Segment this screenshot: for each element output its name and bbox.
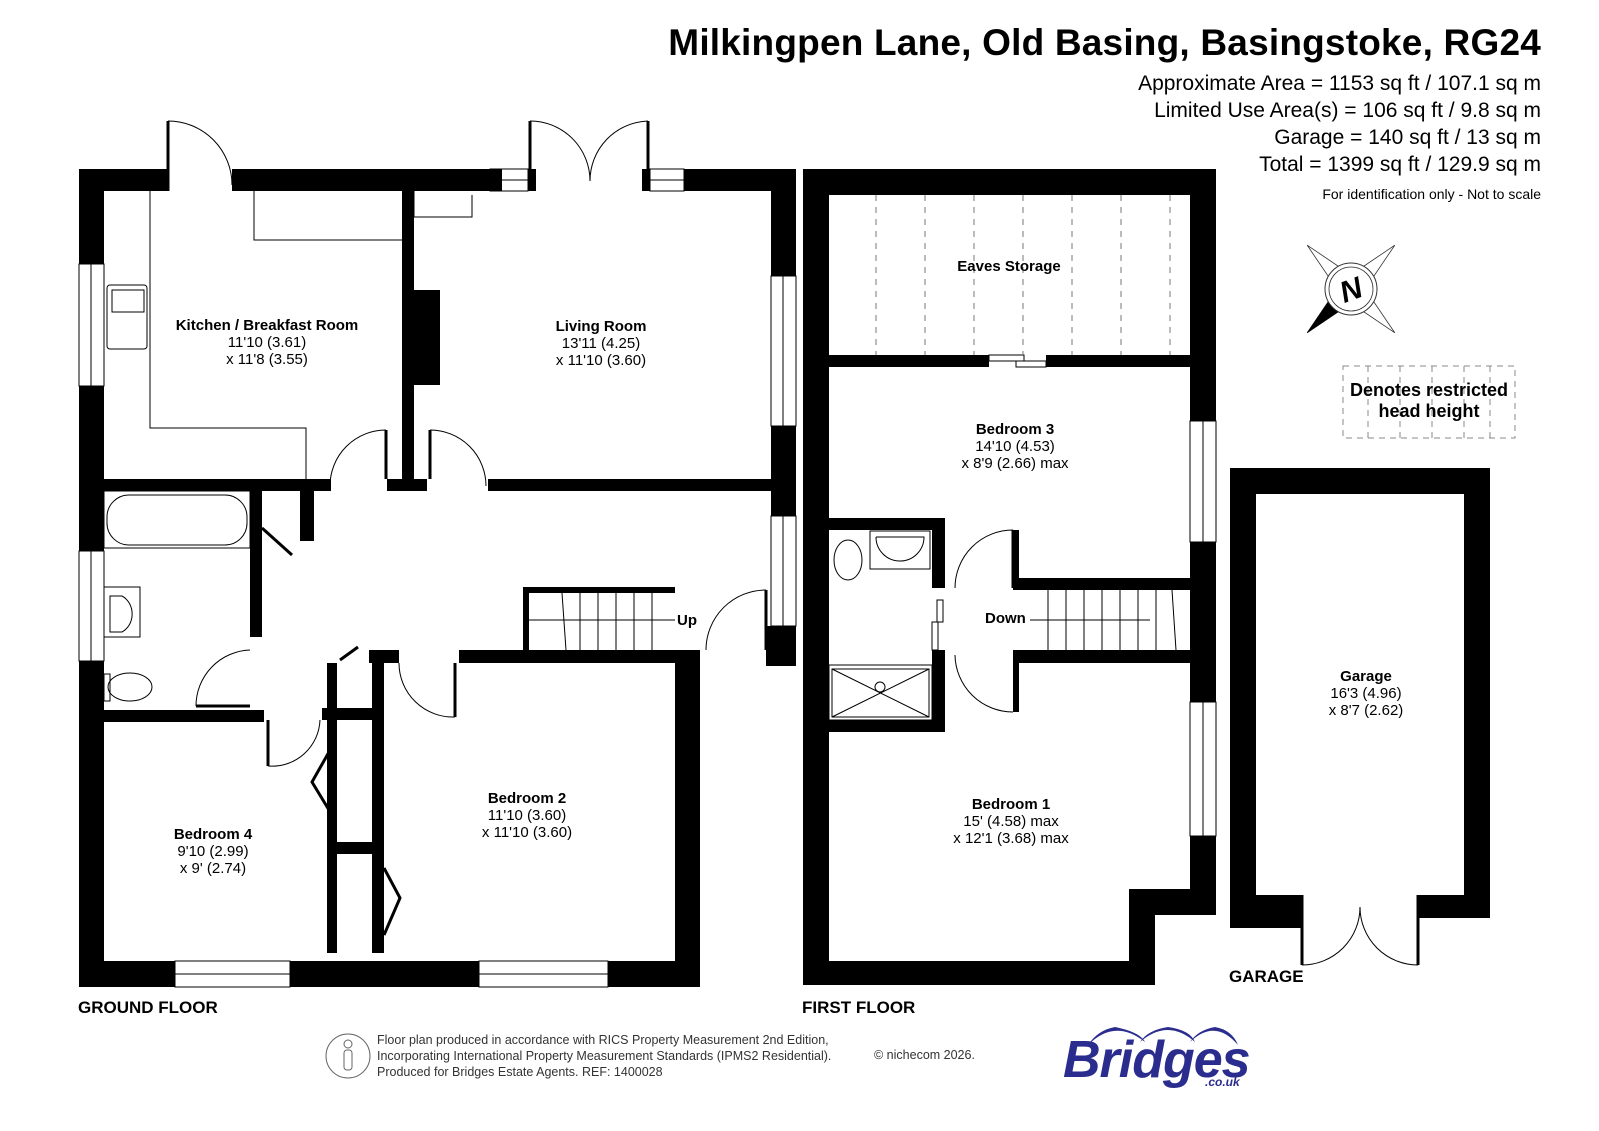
room-bedroom-3: Bedroom 3 14'10 (4.53) x 8'9 (2.66) max <box>961 421 1068 472</box>
room-name: Kitchen / Breakfast Room <box>175 317 359 334</box>
garage-walls <box>1230 468 1490 928</box>
first-floor-fixtures <box>828 195 1217 837</box>
garage-label: GARAGE <box>1229 967 1304 986</box>
room-garage: Garage 16'3 (4.96) x 8'7 (2.62) <box>1329 668 1404 719</box>
room-name: Bedroom 4 <box>173 826 253 843</box>
legend-line-1: Denotes restricted <box>1349 380 1509 400</box>
room-eaves-storage: Eaves Storage <box>957 258 1060 275</box>
limited-use-area: Limited Use Area(s) = 106 sq ft / 9.8 sq… <box>1154 99 1541 122</box>
property-title: Milkingpen Lane, Old Basing, Basingstoke… <box>668 22 1541 63</box>
bridges-logo-domain: .co.uk <box>1205 1075 1240 1089</box>
approximate-area: Approximate Area = 1153 sq ft / 107.1 sq… <box>1138 72 1541 95</box>
room-name: Garage <box>1340 668 1392 685</box>
first-floor-label: FIRST FLOOR <box>802 998 916 1017</box>
footer-disclaimer: Floor plan produced in accordance with R… <box>377 1032 831 1080</box>
ground-floor-fixtures <box>78 120 797 988</box>
legend-line-2: head height <box>1378 401 1480 421</box>
room-name: Bedroom 1 <box>971 796 1051 813</box>
room-dim-1: 15' (4.58) max <box>963 813 1059 830</box>
room-living: Living Room 13'11 (4.25) x 11'10 (3.60) <box>556 318 647 369</box>
ground-floor-walls <box>79 169 796 987</box>
bridges-logo-arches <box>1088 1027 1238 1045</box>
room-name: Bedroom 3 <box>975 421 1055 438</box>
room-dim-1: 14'10 (4.53) <box>975 438 1055 455</box>
room-dim-2: x 8'9 (2.66) max <box>961 455 1069 472</box>
footer-line-2: Incorporating International Property Mea… <box>377 1049 832 1063</box>
room-dim-2: x 8'7 (2.62) <box>1328 702 1404 719</box>
scale-note: For identification only - Not to scale <box>1322 186 1541 202</box>
room-kitchen: Kitchen / Breakfast Room 11'10 (3.61) x … <box>176 317 359 368</box>
room-dim-2: x 12'1 (3.68) max <box>953 830 1069 847</box>
footer-line-3: Produced for Bridges Estate Agents. REF:… <box>377 1065 663 1079</box>
stairs-down-label: Down <box>985 610 1026 627</box>
footer-copyright: © nichecom 2026. <box>874 1048 975 1062</box>
garage-area: Garage = 140 sq ft / 13 sq m <box>1274 126 1541 149</box>
person-info-icon <box>325 1033 371 1079</box>
room-dim-2: x 11'10 (3.60) <box>481 824 573 841</box>
room-dim-1: 11'10 (3.60) <box>487 807 567 824</box>
room-dim-1: 11'10 (3.61) <box>227 334 307 351</box>
room-name: Bedroom 2 <box>487 790 567 807</box>
room-dim-1: 13'11 (4.25) <box>561 335 641 352</box>
ground-floor-label: GROUND FLOOR <box>78 998 218 1017</box>
bridges-logo-text: Bridges <box>1063 1031 1251 1089</box>
room-dim-1: 9'10 (2.99) <box>177 843 249 860</box>
stairs-up-label: Up <box>677 612 697 629</box>
room-bedroom-4: Bedroom 4 9'10 (2.99) x 9' (2.74) <box>174 826 252 877</box>
first-floor-walls <box>803 169 1216 985</box>
total-area: Total = 1399 sq ft / 129.9 sq m <box>1259 153 1541 176</box>
north-compass-icon <box>1306 244 1396 334</box>
room-name: Living Room <box>555 318 647 335</box>
room-dim-2: x 11'8 (3.55) <box>226 351 308 368</box>
room-dim-2: x 11'10 (3.60) <box>555 352 647 369</box>
room-bedroom-1: Bedroom 1 15' (4.58) max x 12'1 (3.68) m… <box>953 796 1068 847</box>
restricted-height-legend: Denotes restricted head height <box>1343 366 1515 438</box>
garage-door <box>1300 895 1420 966</box>
room-dim-1: 16'3 (4.96) <box>1330 685 1402 702</box>
room-bedroom-2: Bedroom 2 11'10 (3.60) x 11'10 (3.60) <box>482 790 572 841</box>
room-name: Eaves Storage <box>957 258 1061 275</box>
restricted-height-legend-box <box>1342 365 1516 439</box>
room-dim-2: x 9' (2.74) <box>179 860 247 877</box>
footer-line-1: Floor plan produced in accordance with R… <box>377 1033 829 1047</box>
